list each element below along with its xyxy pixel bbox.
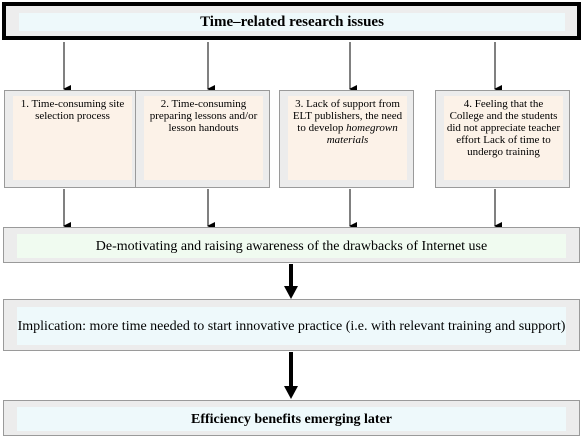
issue-box-4: 4. Feeling that the College and the stud…: [435, 90, 570, 188]
issue-4-text: 4. Feeling that the College and the stud…: [444, 96, 563, 180]
demotivating-box: De-motivating and raising awareness of t…: [3, 227, 580, 263]
issue-box-1: 1. Time-consuming site selection process: [4, 90, 139, 188]
issue-3-text-plain: 3. Lack of support from ELT publishers, …: [292, 98, 403, 134]
demotivating-text: De-motivating and raising awareness of t…: [17, 234, 566, 258]
issue-1-text: 1. Time-consuming site selection process: [13, 96, 132, 180]
issue-3-text-italic: homegrown materials: [326, 122, 398, 146]
implication-text: Implication: more time needed to start i…: [17, 307, 566, 345]
implication-box: Implication: more time needed to start i…: [3, 299, 580, 351]
issue-box-3: 3. Lack of support from ELT publishers, …: [279, 90, 414, 188]
issue-3-text: 3. Lack of support from ELT publishers, …: [288, 96, 407, 180]
diagram-title: Time–related research issues: [19, 13, 565, 31]
title-box: Time–related research issues: [2, 2, 581, 40]
efficiency-box: Efficiency benefits emerging later: [3, 400, 580, 436]
issue-2-text: 2. Time-consuming preparing lessons and/…: [144, 96, 263, 180]
efficiency-text: Efficiency benefits emerging later: [17, 407, 566, 431]
issue-box-2: 2. Time-consuming preparing lessons and/…: [135, 90, 270, 188]
